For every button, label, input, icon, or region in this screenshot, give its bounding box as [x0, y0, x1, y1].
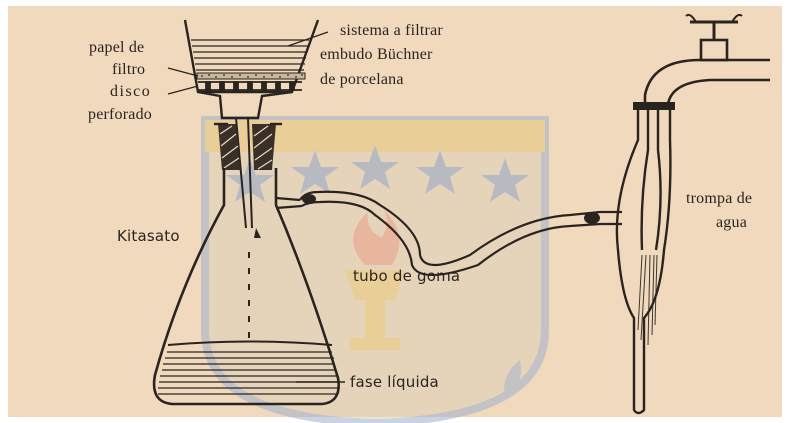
label-filtro: filtro [112, 61, 146, 78]
filtrate-drops [248, 228, 261, 338]
label-perforado: perforado [88, 106, 152, 123]
label-fase-liquida: fase líquida [350, 373, 439, 391]
filter-paper [196, 72, 306, 80]
aspirator-water-jet [637, 254, 658, 346]
tube-connector-pump [584, 212, 600, 224]
rubber-tube [299, 190, 601, 276]
tube-connector-flask [302, 194, 316, 204]
label-papel-de: papel de [89, 39, 145, 56]
liquid-phase [158, 340, 338, 395]
funnel-stem [235, 117, 253, 229]
faucet-coupling [633, 102, 675, 110]
perforated-disc [198, 81, 302, 91]
label-embudo-buchner: embudo Büchner [320, 46, 433, 63]
label-tubo-de-goma: tubo de goma [353, 267, 461, 285]
buchner-funnel [183, 19, 320, 120]
kitasato-flask [152, 168, 340, 406]
label-sistema-a-filtrar: sistema a filtrar [340, 22, 443, 39]
rubber-stopper [218, 124, 276, 170]
label-de-porcelana: de porcelana [320, 71, 404, 88]
leader-lines [167, 31, 345, 383]
label-kitasato: Kitasato [117, 227, 180, 245]
label-disco: disco [110, 83, 152, 100]
label-agua: agua [716, 214, 748, 231]
label-trompa-de: trompa de [686, 190, 753, 207]
water-aspirator [615, 110, 672, 415]
